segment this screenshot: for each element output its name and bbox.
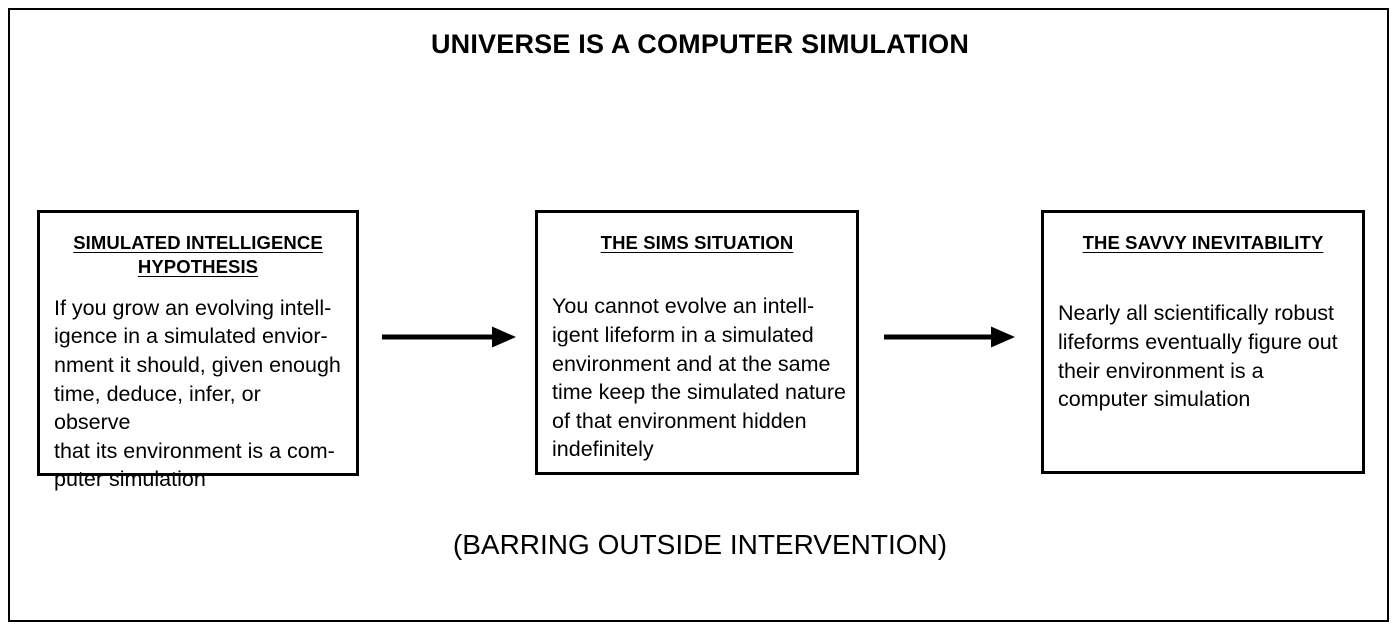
- node-content: THE SIMS SITUATION You cannot evolve an …: [538, 213, 856, 472]
- node-body-the-sims-situation: You cannot evolve an intell- igent lifef…: [552, 294, 846, 462]
- arrow-right-icon-box2-to-box3: [884, 325, 1015, 349]
- node-box-the-sims-situation: THE SIMS SITUATION You cannot evolve an …: [535, 210, 859, 475]
- node-body-simulated-intelligence-hypothesis: If you grow an evolving intell- igence i…: [54, 295, 341, 492]
- node-heading-the-sims-situation: THE SIMS SITUATION: [600, 232, 794, 253]
- node-heading-simulated-intelligence-hypothesis: SIMULATED INTELLIGENCE HYPOTHESIS: [73, 232, 323, 278]
- arrow-right-icon-box1-to-box2: [382, 325, 516, 349]
- page-title: UNIVERSE IS A COMPUTER SIMULATION: [430, 29, 970, 59]
- node-heading-the-savvy-inevitability: THE SAVVY INEVITABILITY: [1082, 232, 1324, 253]
- node-body-the-savvy-inevitability: Nearly all scientifically robust lifefor…: [1058, 301, 1338, 412]
- node-content: SIMULATED INTELLIGENCE HYPOTHESIS If you…: [40, 213, 356, 491]
- node-box-the-savvy-inevitability: THE SAVVY INEVITABILITY Nearly all scien…: [1041, 210, 1365, 474]
- node-content: THE SAVVY INEVITABILITY Nearly all scien…: [1044, 213, 1362, 471]
- footer-caption: (BARRING OUTSIDE INTERVENTION): [452, 529, 948, 560]
- node-box-simulated-intelligence-hypothesis: SIMULATED INTELLIGENCE HYPOTHESIS If you…: [37, 210, 359, 491]
